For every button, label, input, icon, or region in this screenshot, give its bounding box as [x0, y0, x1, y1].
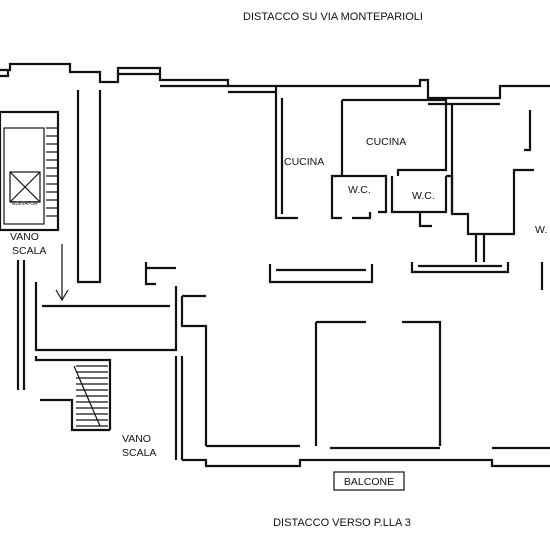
- balcone-box: [333, 471, 405, 491]
- stair-bottom: VANO SCALA: [40, 356, 184, 460]
- stair-bottom-treads: [73, 365, 108, 427]
- stair-bottom-label-1: VANO: [122, 433, 151, 445]
- room-cucina-left: CUCINA: [284, 156, 324, 168]
- stair-top-label-1: VANO: [10, 231, 39, 243]
- stair-bottom-label-2: SCALA: [122, 447, 156, 459]
- central-walls: [144, 262, 510, 446]
- bottom-boundary-label: DISTACCO VERSO P.LLA 3: [273, 517, 411, 529]
- room-cucina-right: CUCINA: [366, 136, 406, 148]
- left-walls: [16, 90, 178, 390]
- south-facade-wall: [182, 444, 550, 468]
- room-wc-left: W.C.: [348, 184, 371, 196]
- balcone-label: BALCONE: [344, 476, 394, 488]
- room-wc-right: W.C.: [412, 190, 435, 202]
- upper-rooms: [274, 86, 544, 290]
- stair-top: ELEVATOR VANO SCALA: [0, 110, 69, 302]
- stair-top-label-2: SCALA: [12, 245, 46, 257]
- north-facade-wall: [0, 62, 550, 106]
- top-boundary-label: DISTACCO SU VIA MONTEPARIOLI: [243, 11, 423, 23]
- stair-top-treads: [46, 127, 58, 217]
- elevator-label: ELEVATOR: [12, 201, 38, 207]
- room-wc-partial: W.: [535, 224, 547, 236]
